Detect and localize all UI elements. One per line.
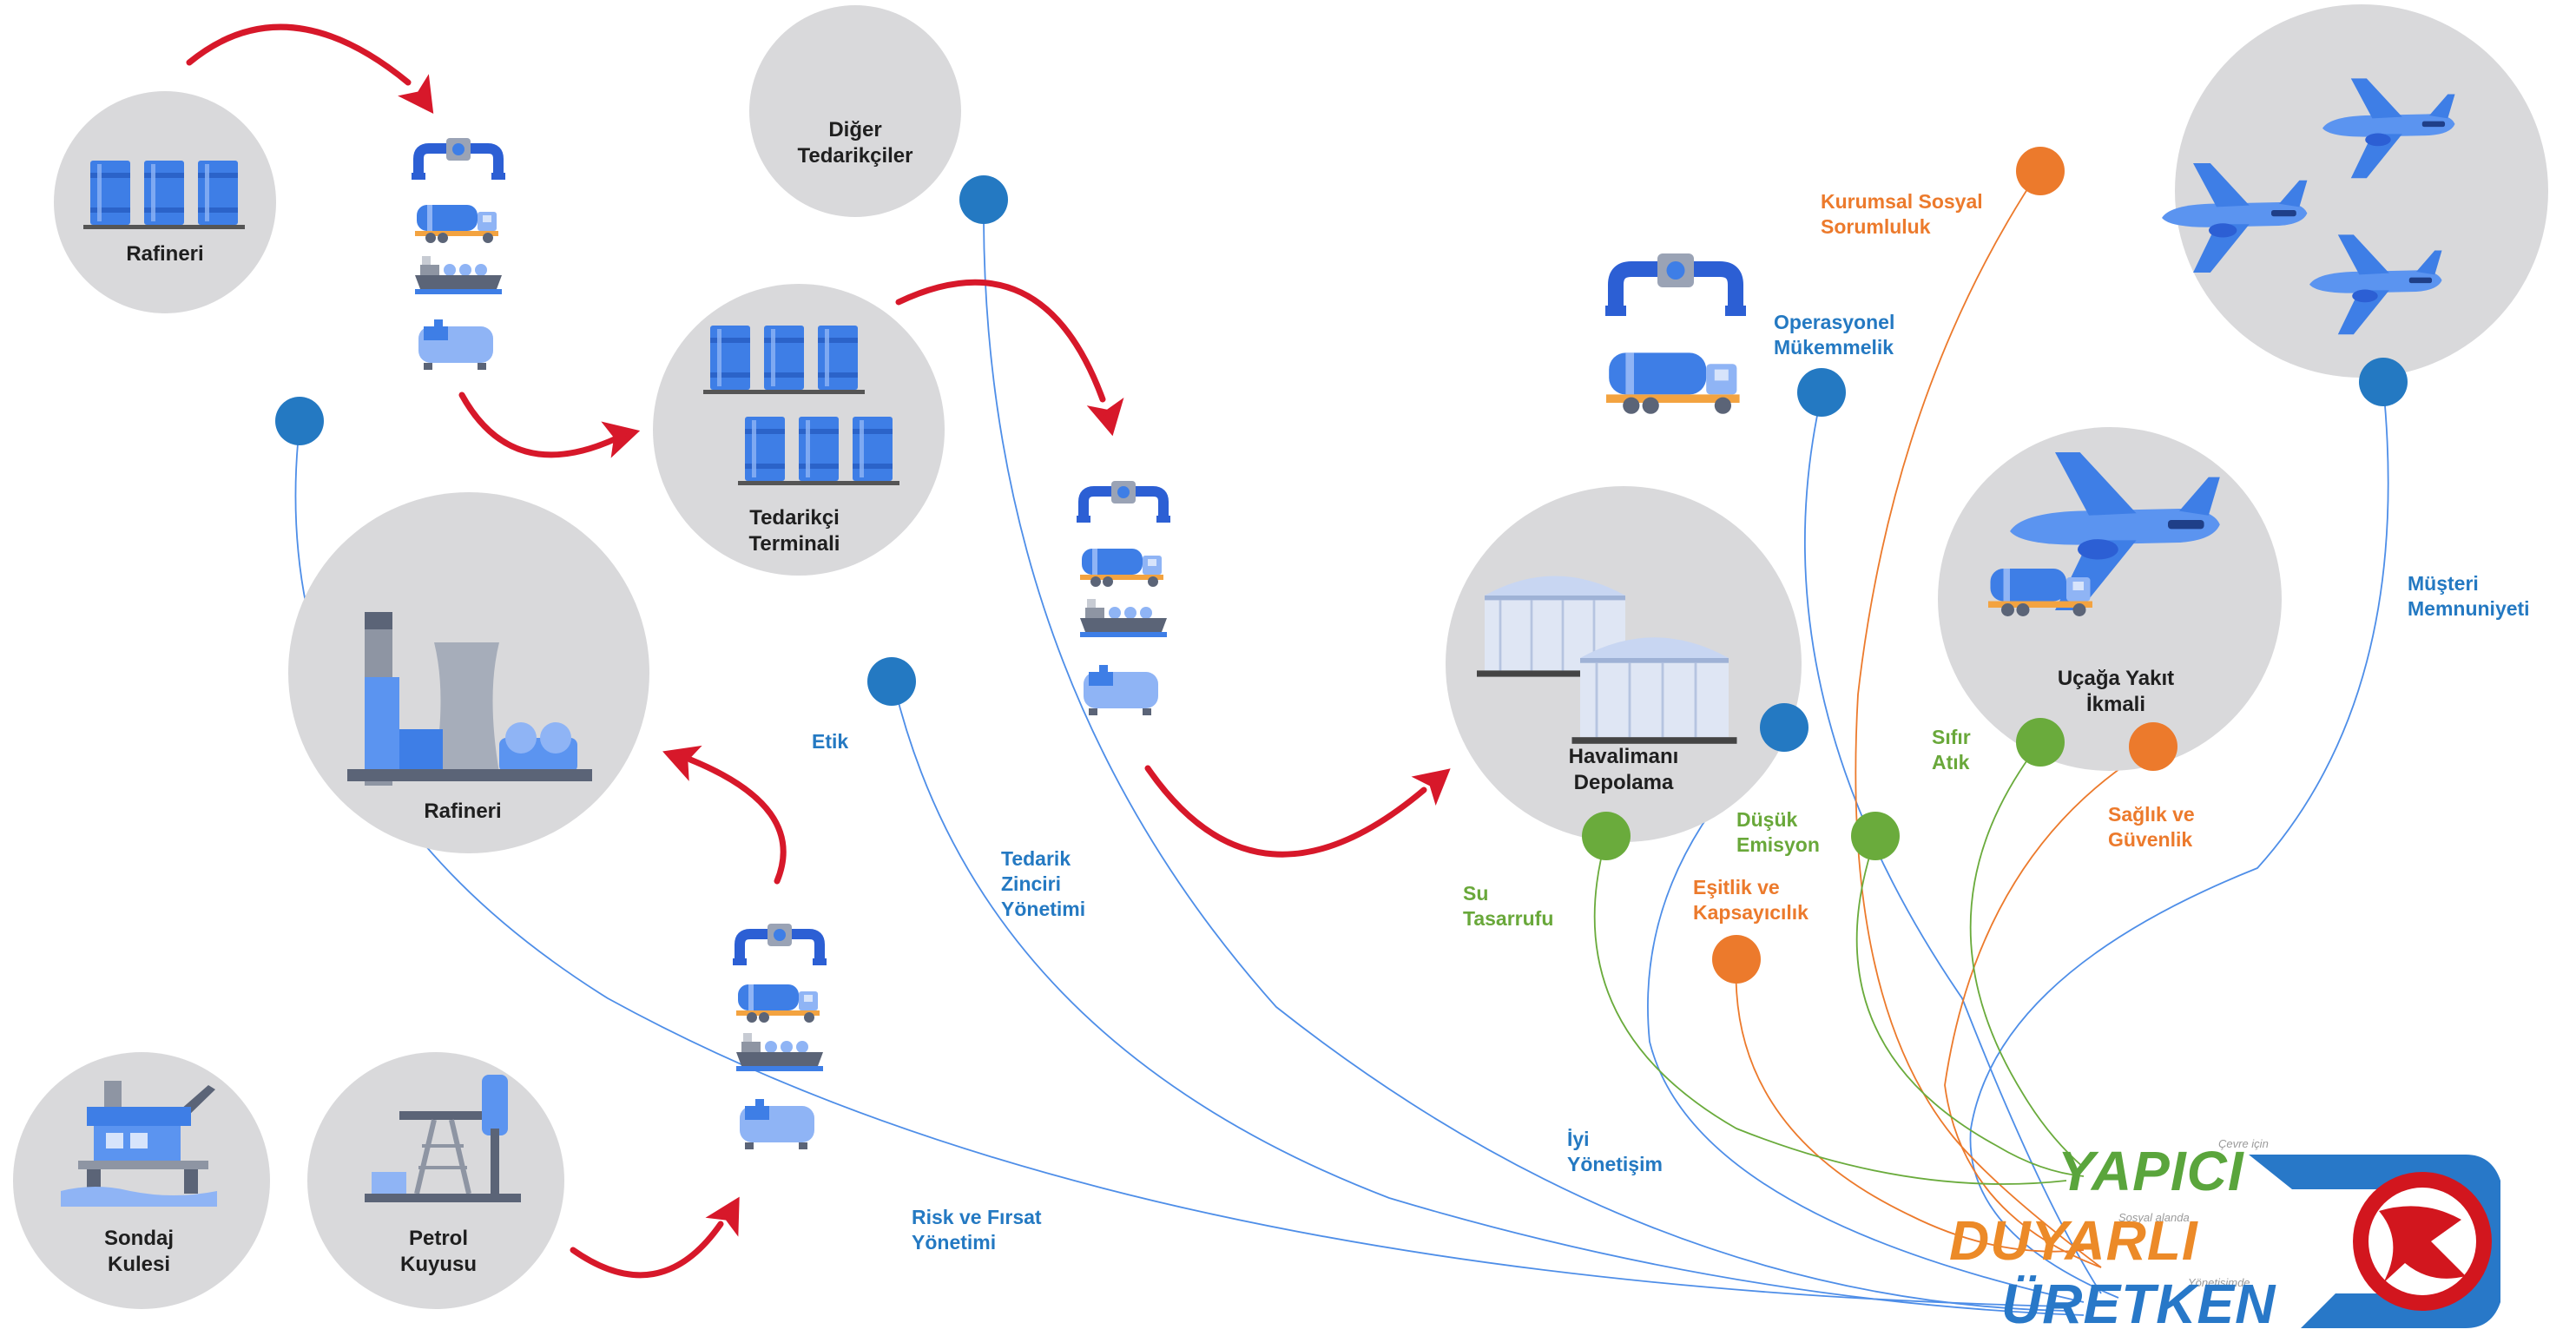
node-label-rafineri-mid: Rafineri xyxy=(424,800,502,823)
brand-yapici: YAPICI xyxy=(2058,1140,2244,1202)
transport-stack-1 xyxy=(412,138,505,370)
tanker-truck-icon xyxy=(1606,352,1740,414)
brand-yonetisimde: Yönetişimde xyxy=(2188,1276,2250,1289)
node-label-rafineri-top: Rafineri xyxy=(126,242,204,266)
brand-cevre-icin: Çevre için xyxy=(2218,1137,2269,1150)
factory-icon xyxy=(347,612,592,786)
pipe-valve-icon xyxy=(1605,253,1746,316)
flow-arrows xyxy=(186,23,1453,1279)
brand-uretken: ÜRETKEN xyxy=(2001,1273,2276,1335)
brand-logo-shapes xyxy=(2249,1155,2500,1328)
pump-jack-icon xyxy=(365,1075,521,1202)
oil-rig-icon xyxy=(61,1081,217,1207)
transport-stack-3 xyxy=(733,924,827,1149)
transport-stack-2 xyxy=(1077,481,1170,715)
brand-sosyal-alanda: Sosyal alanda xyxy=(2118,1211,2190,1224)
principle-dots xyxy=(275,147,2408,984)
principle-etik: Etik xyxy=(812,730,849,753)
brand-duyarli: DUYARLI xyxy=(1949,1209,2198,1272)
barrels-icon xyxy=(83,161,245,229)
node-circles xyxy=(13,4,2548,1309)
connector-lines xyxy=(294,168,2389,1316)
